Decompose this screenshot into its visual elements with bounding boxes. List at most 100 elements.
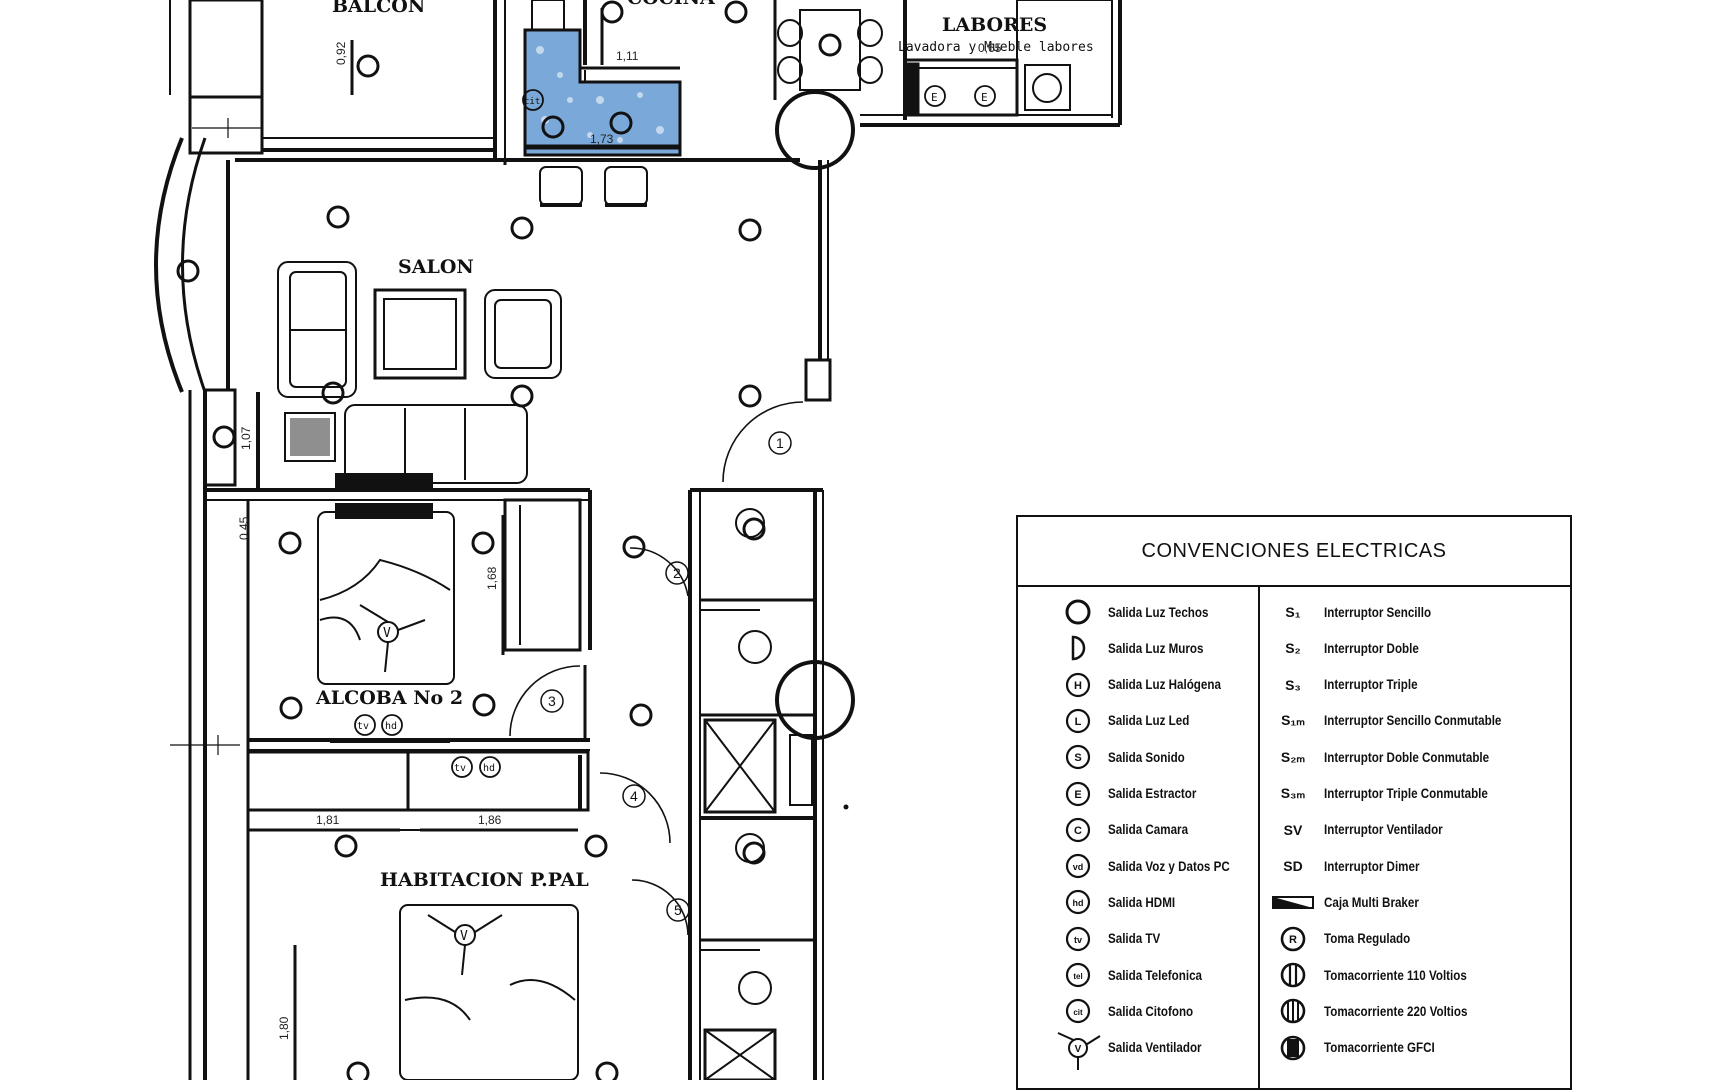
legend-label: Salida Telefonica xyxy=(1108,967,1202,983)
wall-light-icon xyxy=(1058,633,1098,663)
svg-text:E: E xyxy=(931,91,938,104)
svg-text:1,80: 1,80 xyxy=(277,1016,291,1040)
legend-label: Salida HDMI xyxy=(1108,894,1176,910)
svg-text:1,81: 1,81 xyxy=(316,813,340,827)
halogen-light-icon: H xyxy=(1058,670,1098,700)
svg-text:1,73: 1,73 xyxy=(590,132,614,146)
legend-row-left: E Salida Estractor xyxy=(1058,779,1211,809)
legend-row-right: Tomacorriente 220 Voltios xyxy=(1268,996,1491,1026)
legend-label: Salida Camara xyxy=(1108,822,1189,838)
outlet-110v-icon xyxy=(1268,960,1318,990)
switch-code: S₃ xyxy=(1285,676,1301,693)
legend-label: Interruptor Sencillo xyxy=(1324,604,1432,620)
fan-outlet-icon: V xyxy=(1057,1031,1101,1070)
legend-divider xyxy=(1258,587,1260,1088)
svg-text:V: V xyxy=(383,626,391,641)
svg-text:vd: vd xyxy=(1073,862,1084,872)
sound-outlet-icon: S xyxy=(1058,742,1098,772)
svg-text:3: 3 xyxy=(548,693,556,709)
legend-row-right: SD Interruptor Dimer xyxy=(1268,851,1435,881)
legend-label: Salida TV xyxy=(1108,931,1161,947)
svg-text:tv: tv xyxy=(357,721,369,732)
legend-row-left: S Salida Sonido xyxy=(1058,742,1197,772)
legend-row-right: Tomacorriente 110 Voltios xyxy=(1268,960,1490,990)
legend-row-left: vd Salida Voz y Datos PC xyxy=(1058,851,1250,881)
switch-code: SV xyxy=(1283,821,1303,838)
ceiling-light-icons xyxy=(176,0,842,1080)
legend-label: Tomacorriente GFCI xyxy=(1324,1040,1435,1056)
legend-label: Salida Luz Muros xyxy=(1108,640,1204,656)
svg-text:H: H xyxy=(1074,680,1082,692)
svg-text:E: E xyxy=(981,91,988,104)
svg-text:5: 5 xyxy=(674,902,682,918)
legend-row-left: cit Salida Citofono xyxy=(1058,996,1207,1026)
legend-label: Interruptor Doble xyxy=(1324,640,1419,656)
svg-text:4: 4 xyxy=(630,788,638,804)
balcony-railing xyxy=(188,0,264,99)
legend-row-right: Caja Multi Braker xyxy=(1268,887,1434,917)
outlet-220v-icon xyxy=(1268,996,1318,1026)
svg-text:cit: cit xyxy=(524,97,540,107)
breaker-box-icon xyxy=(1268,887,1318,917)
legend-label: Salida Citofono xyxy=(1108,1003,1194,1019)
svg-text:L: L xyxy=(1075,716,1082,728)
circle-light-icon xyxy=(1058,597,1098,627)
switch-code: S₁ₘ xyxy=(1281,712,1305,729)
legend-row-right: S₂ₘ Interruptor Doble Conmutable xyxy=(1268,742,1516,772)
camera-outlet-icon: C xyxy=(1058,815,1098,845)
legend-label: Interruptor Ventilador xyxy=(1324,822,1443,838)
sofa xyxy=(344,404,528,484)
legend-label: Interruptor Dimer xyxy=(1324,858,1420,874)
legend-label: Salida Luz Led xyxy=(1108,713,1190,729)
legend-label: Caja Multi Braker xyxy=(1324,894,1419,910)
svg-text:0,45: 0,45 xyxy=(237,516,251,540)
switch-code: S₂ₘ xyxy=(1280,748,1306,765)
svg-text:1,11: 1,11 xyxy=(616,49,639,63)
svg-text:E: E xyxy=(1074,789,1081,801)
legend-title: CONVENCIONES ELECTRICAS xyxy=(1018,517,1570,587)
legend-label: Interruptor Sencillo Conmutable xyxy=(1324,713,1502,729)
armchair xyxy=(277,261,357,398)
legend-row-right: S₁ₘ Interruptor Sencillo Conmutable xyxy=(1268,706,1530,736)
room-label-cocina: COCINA xyxy=(627,0,715,9)
legend-label: Tomacorriente 220 Voltios xyxy=(1324,1003,1468,1019)
legend-row-left: Salida Luz Techos xyxy=(1058,597,1225,627)
svg-text:1,86: 1,86 xyxy=(478,813,502,827)
svg-text:R: R xyxy=(1289,934,1297,946)
legend-label: Interruptor Triple Conmutable xyxy=(1324,786,1488,801)
legend-row-left: C Salida Camara xyxy=(1058,815,1201,845)
legend-label: Interruptor Doble Conmutable xyxy=(1324,749,1490,765)
phone-outlet-icon: tel xyxy=(1058,960,1098,990)
svg-text:1,07: 1,07 xyxy=(239,426,253,450)
room-label-salon: SALON xyxy=(398,256,474,278)
legend-label: Salida Sonido xyxy=(1108,749,1185,765)
switch-code: SD xyxy=(1283,858,1303,875)
curved-wall xyxy=(154,137,184,393)
legend-label: Interruptor Triple xyxy=(1324,677,1418,693)
intercom-outlet-icon: cit xyxy=(1058,996,1098,1026)
tv-outlet-icon: tv xyxy=(1058,924,1098,954)
svg-text:S: S xyxy=(1074,752,1081,764)
legend-label: Salida Luz Techos xyxy=(1108,604,1209,620)
regulated-outlet-icon: R xyxy=(1268,924,1318,954)
legend-row-left: Salida Luz Muros xyxy=(1058,633,1219,663)
legend-label: Salida Estractor xyxy=(1108,786,1197,801)
room-label-alcoba2: ALCOBA No 2 xyxy=(315,687,463,709)
coffee-table xyxy=(373,288,467,380)
svg-text:C: C xyxy=(1074,825,1082,837)
legend-row-left: tel Salida Telefonica xyxy=(1058,960,1217,990)
svg-text:1: 1 xyxy=(776,435,784,451)
bed-main xyxy=(399,904,579,1080)
column xyxy=(775,90,855,170)
svg-text:tel: tel xyxy=(1073,972,1082,981)
legend-row-left: L Salida Luz Led xyxy=(1058,706,1203,736)
legend-label: Tomacorriente 110 Voltios xyxy=(1324,967,1467,983)
svg-text:V: V xyxy=(460,929,468,944)
legend-row-right: SV Interruptor Ventilador xyxy=(1268,815,1462,845)
legend-label: Salida Voz y Datos PC xyxy=(1108,858,1230,874)
